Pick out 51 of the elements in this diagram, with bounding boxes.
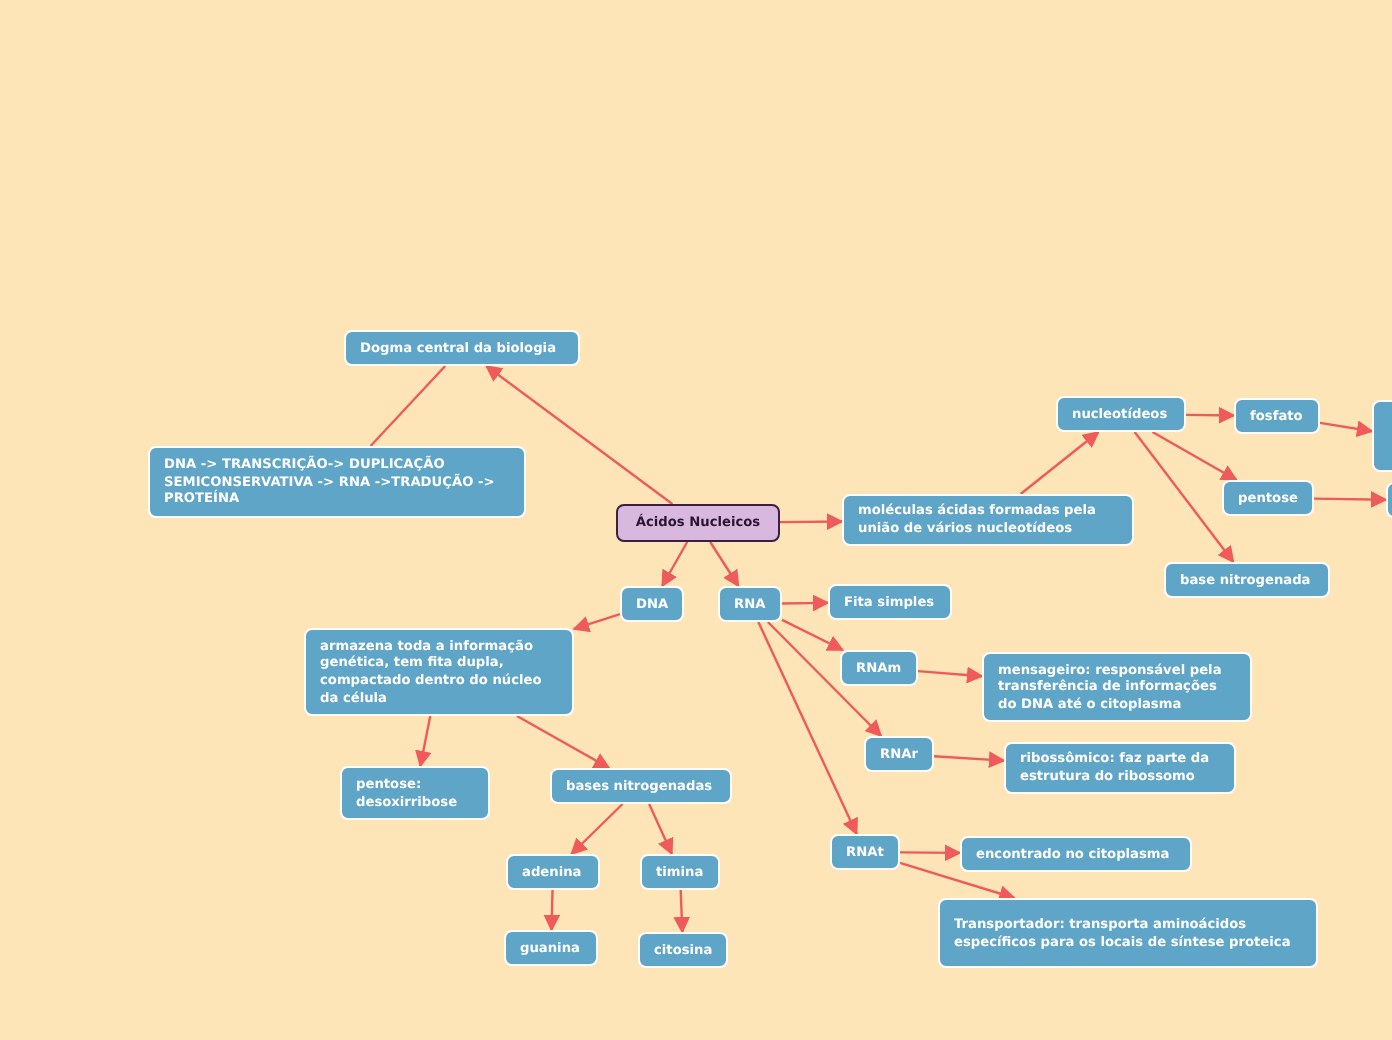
topic-box bbox=[982, 652, 1252, 722]
arrow bbox=[1319, 420, 1374, 438]
topic-box bbox=[938, 898, 1318, 968]
topic-box bbox=[864, 736, 934, 772]
topic-box bbox=[1004, 742, 1236, 794]
topic-box bbox=[1056, 396, 1186, 432]
arrow bbox=[572, 613, 621, 633]
topic-box bbox=[620, 586, 684, 622]
topic-box bbox=[550, 768, 732, 804]
arrow bbox=[757, 621, 858, 836]
arrow bbox=[899, 861, 1016, 902]
arrow bbox=[570, 803, 624, 856]
topic-box bbox=[830, 834, 900, 870]
arrow bbox=[709, 541, 740, 588]
arrow bbox=[1186, 406, 1236, 424]
arrow bbox=[661, 541, 689, 588]
arrow bbox=[1019, 430, 1100, 495]
arrow bbox=[415, 715, 432, 768]
topic-box bbox=[842, 494, 1134, 546]
arrow bbox=[1314, 491, 1388, 508]
topic-box bbox=[344, 330, 580, 366]
topic-box bbox=[640, 854, 720, 890]
arrow bbox=[673, 889, 691, 934]
topic-box bbox=[340, 766, 490, 820]
central-topic-box bbox=[616, 504, 780, 542]
arrow bbox=[780, 513, 844, 531]
topic-box bbox=[504, 930, 598, 966]
arrow bbox=[648, 803, 674, 856]
topic-box bbox=[828, 584, 952, 620]
topic-box bbox=[1222, 480, 1314, 516]
arrow bbox=[543, 889, 561, 932]
arrow bbox=[781, 618, 845, 652]
topic-box bbox=[840, 650, 918, 686]
connector-line bbox=[369, 365, 447, 447]
arrow bbox=[1151, 430, 1238, 482]
arrow bbox=[782, 594, 830, 612]
topic-box bbox=[960, 836, 1192, 872]
topic-box bbox=[304, 628, 574, 716]
arrow bbox=[917, 666, 984, 684]
topic-box bbox=[718, 586, 782, 622]
arrow bbox=[933, 751, 1006, 769]
topic-box bbox=[1234, 398, 1320, 434]
topic-box bbox=[638, 932, 728, 968]
topic-box bbox=[506, 854, 600, 890]
arrow bbox=[767, 621, 883, 738]
arrow bbox=[900, 844, 962, 862]
arrow bbox=[484, 365, 674, 505]
arrow bbox=[1133, 431, 1235, 564]
arrow bbox=[516, 714, 611, 770]
topic-box bbox=[1164, 562, 1330, 598]
topic-box bbox=[148, 446, 526, 518]
